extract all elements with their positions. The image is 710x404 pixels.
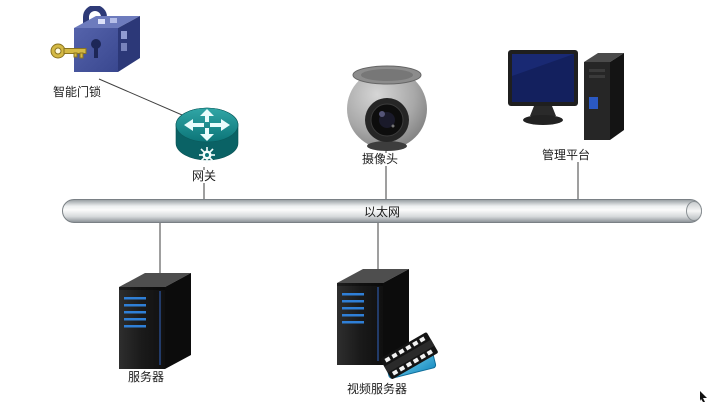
- edge-smartlock-gateway: [98, 78, 197, 122]
- key-icon: [50, 43, 87, 59]
- server-label: 服务器: [127, 370, 166, 384]
- gateway-icon: [175, 107, 239, 163]
- ethernet-bus-endcap: [686, 201, 702, 221]
- server-icon: [119, 273, 191, 369]
- video-server-icon: [337, 269, 409, 365]
- smart-lock-icon: [50, 6, 140, 72]
- ethernet-bus-label: 以太网: [363, 204, 400, 219]
- smart-lock-label: 智能门锁: [52, 85, 103, 99]
- gateway-label: 网关: [191, 169, 218, 183]
- video-server-label: 视频服务器: [346, 382, 409, 396]
- camera-label: 摄像头: [361, 152, 400, 166]
- film-strip-icon: [381, 332, 438, 379]
- ethernet-bus: 以太网: [62, 199, 702, 223]
- management-platform-icon: [508, 50, 624, 140]
- management-platform-label: 管理平台: [541, 148, 592, 162]
- mouse-cursor-icon: [700, 391, 707, 402]
- camera-icon: [347, 65, 427, 151]
